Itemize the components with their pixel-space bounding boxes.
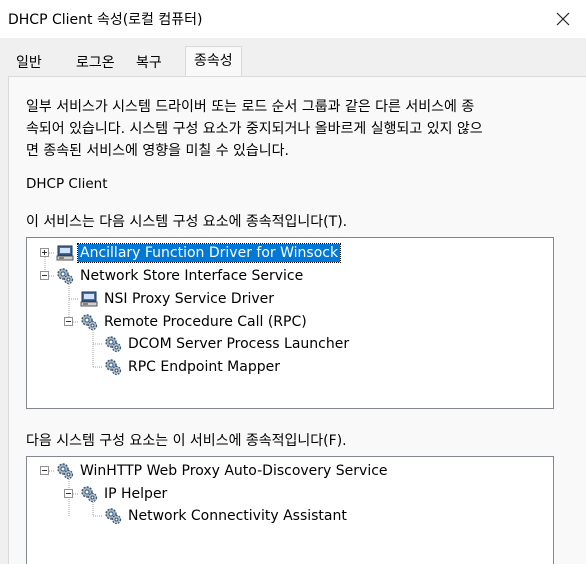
tree-node-nsi-proxy[interactable]: NSI Proxy Service Driver (80, 288, 276, 310)
gear-service-icon (57, 463, 74, 480)
title-bar: DHCP Client 속성(로컬 컴퓨터) (0, 0, 586, 38)
driver-icon (56, 245, 74, 261)
tree-node-label: IP Helper (104, 486, 168, 502)
tab-general[interactable]: 일반 (16, 55, 42, 71)
tab-recovery[interactable]: 복구 (136, 55, 162, 71)
tree-node-nca[interactable]: Network Connectivity Assistant (104, 505, 349, 527)
tree-connector-lines (44, 252, 103, 368)
description-text: 일부 서비스가 시스템 드라이버 또는 로드 순서 그룹과 같은 다른 서비스에… (26, 96, 554, 162)
tab-logon[interactable]: 로그온 (76, 55, 115, 71)
description-line: 속되어 있습니다. 시스템 구성 요소가 중지되거나 올바르게 실행되고 있지 … (26, 121, 483, 137)
gear-service-icon (105, 336, 122, 353)
tree-node-rpc-endpoint[interactable]: RPC Endpoint Mapper (104, 356, 282, 378)
tree-node-rpc[interactable]: Remote Procedure Call (RPC) (80, 311, 309, 333)
description-line: 일부 서비스가 시스템 드라이버 또는 로드 순서 그룹과 같은 다른 서비스에… (26, 99, 475, 115)
description-line: 면 종속된 서비스에 영향을 미칠 수 있습니다. (26, 143, 289, 159)
collapse-minus-icon[interactable] (64, 317, 73, 326)
tree-node-label: Ancillary Function Driver for Winsock (76, 243, 342, 263)
collapse-minus-icon[interactable] (64, 489, 73, 498)
collapse-minus-icon[interactable] (40, 466, 49, 475)
expand-plus-icon[interactable] (40, 248, 49, 257)
tree-node-label: Network Store Interface Service (80, 268, 304, 284)
tab-strip: 일반 로그온 복구 종속성 (0, 38, 586, 77)
tree-node-afd[interactable]: Ancillary Function Driver for Winsock (56, 242, 342, 264)
tree-node-dcom[interactable]: DCOM Server Process Launcher (104, 333, 351, 355)
driver-icon (80, 291, 98, 307)
gear-service-icon (81, 314, 98, 331)
tree-node-label: NSI Proxy Service Driver (104, 291, 275, 307)
gear-service-icon (81, 486, 98, 503)
tab-dependencies[interactable]: 종속성 (185, 46, 242, 77)
collapse-minus-icon[interactable] (40, 271, 49, 280)
tree-node-label: RPC Endpoint Mapper (128, 359, 280, 375)
tree-node-nsi-service[interactable]: Network Store Interface Service (56, 265, 305, 287)
gear-service-icon (105, 359, 122, 376)
close-icon (556, 12, 570, 26)
dependents-label: 다음 시스템 구성 요소는 이 서비스에 종속적입니다(F). (26, 433, 347, 449)
depends-on-label: 이 서비스는 다음 시스템 구성 요소에 종속적입니다(T). (26, 214, 348, 230)
gear-service-icon (105, 508, 122, 525)
tree-node-label: Remote Procedure Call (RPC) (104, 314, 307, 330)
tree-node-winhttp[interactable]: WinHTTP Web Proxy Auto-Discovery Service (56, 460, 390, 482)
tree-node-label: WinHTTP Web Proxy Auto-Discovery Service (80, 463, 388, 479)
gear-service-icon (57, 268, 74, 285)
window-title: DHCP Client 속성(로컬 컴퓨터) (8, 12, 203, 28)
close-button[interactable] (540, 0, 586, 38)
service-name: DHCP Client (26, 176, 108, 192)
tree-node-label: Network Connectivity Assistant (128, 508, 347, 524)
tree-node-label: DCOM Server Process Launcher (128, 336, 350, 352)
dependents-tree[interactable]: WinHTTP Web Proxy Auto-Discovery Service… (26, 456, 554, 564)
depends-on-tree[interactable]: Ancillary Function Driver for Winsock Ne… (26, 237, 554, 409)
tree-node-ip-helper[interactable]: IP Helper (80, 483, 169, 505)
